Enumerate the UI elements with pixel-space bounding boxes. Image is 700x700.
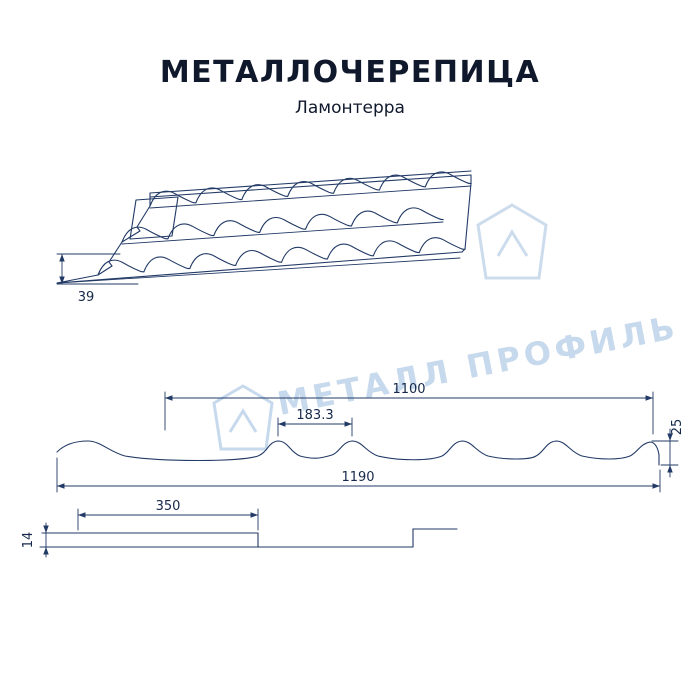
dim-1100: 1100: [164, 382, 654, 435]
dim-14: 14: [21, 522, 49, 558]
cross-section-profile: 1100 183.3 25 1190: [56, 382, 685, 493]
dim-183: 183.3: [277, 408, 353, 437]
step-profile: 350 14: [21, 499, 458, 558]
dim-1190: 1190: [56, 457, 661, 493]
dim-350-label: 350: [156, 499, 181, 514]
ridge-strip: [129, 196, 179, 240]
page-title: МЕТАЛЛОЧЕРЕПИЦА: [160, 55, 540, 90]
dim-39: 39: [56, 253, 139, 305]
watermark-text: МЕТАЛЛ ПРОФИЛЬ: [274, 308, 681, 423]
dim-25: 25: [651, 419, 685, 478]
dim-1190-label: 1190: [341, 470, 374, 485]
watermark-logo-center: [212, 384, 274, 451]
perspective-view: 39: [56, 169, 472, 305]
dim-39-label: 39: [78, 290, 95, 305]
dim-183-label: 183.3: [296, 408, 333, 423]
page-subtitle: Ламонтерра: [295, 98, 405, 118]
dim-1100-label: 1100: [392, 382, 425, 397]
dim-25-label: 25: [670, 419, 685, 436]
watermark: МЕТАЛЛ ПРОФИЛЬ: [212, 203, 682, 451]
dim-14-label: 14: [21, 532, 36, 549]
watermark-logo-top-right: [476, 203, 548, 280]
dim-350: 350: [77, 499, 259, 531]
tile-row-1: [148, 169, 472, 207]
